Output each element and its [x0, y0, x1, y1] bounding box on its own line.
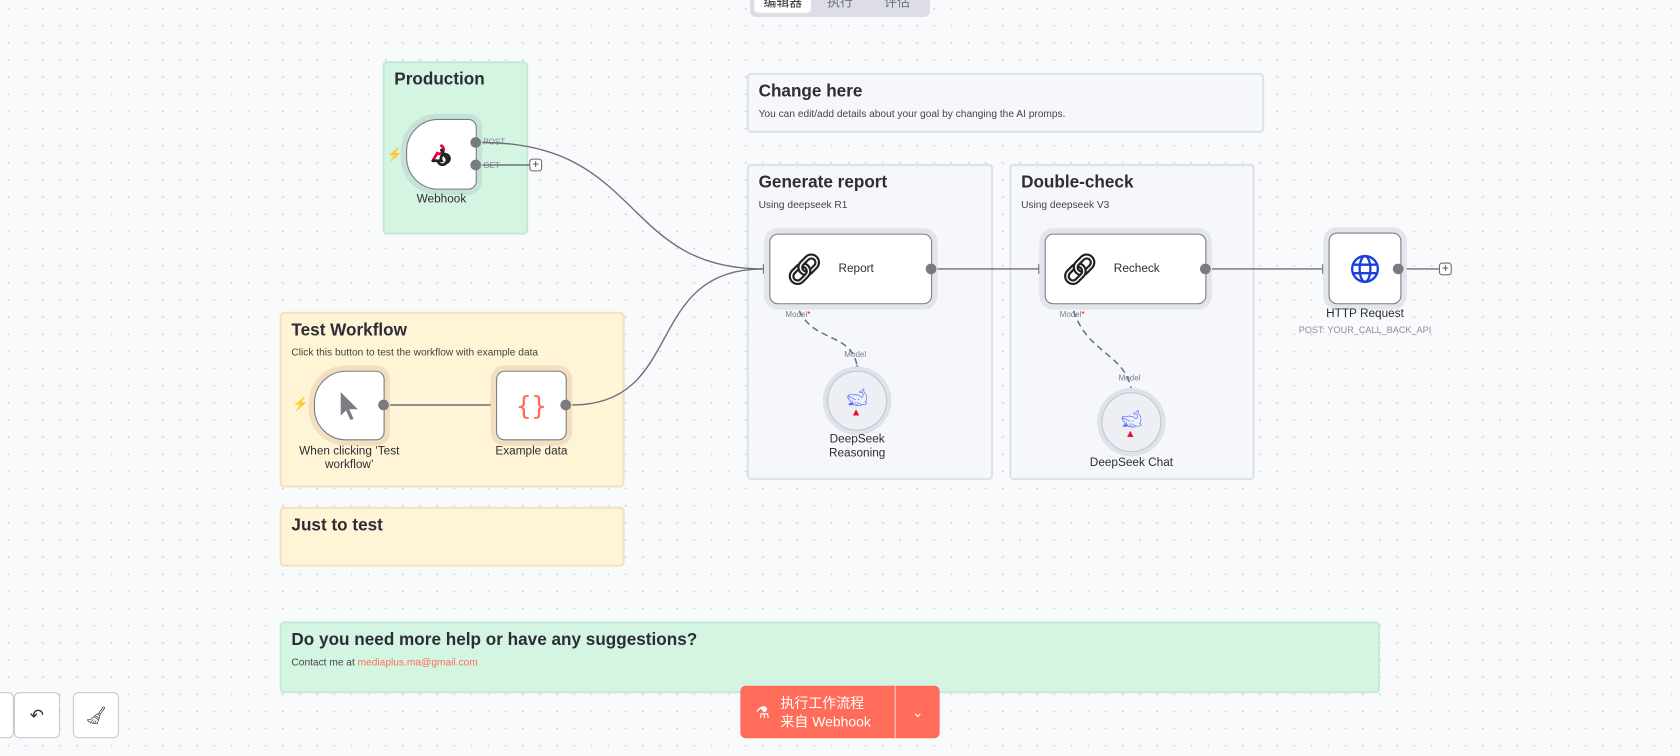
- execute-workflow-button[interactable]: ⚗︎ 执行工作流程 来自 Webhook ⌄: [740, 685, 940, 739]
- sticky-text: Using deepseek R1: [758, 199, 848, 212]
- sticky-title: Generate report: [758, 173, 888, 192]
- sticky-title: Do you need more help or have any sugges…: [291, 631, 698, 650]
- tab-evaluations[interactable]: 评估: [884, 0, 910, 10]
- tab-executions[interactable]: 执行: [827, 0, 853, 10]
- port-label-model: Model: [844, 349, 867, 359]
- sticky-title: Double-check: [1021, 173, 1134, 192]
- chain-link-icon: 🔗︎: [1060, 252, 1099, 286]
- sticky-title: Just to test: [291, 516, 383, 535]
- undo-button[interactable]: ↶: [13, 692, 61, 739]
- braces-icon: {}: [515, 390, 547, 421]
- chain-link-icon: 🔗︎: [785, 252, 824, 286]
- webhook-icon: [431, 144, 451, 167]
- warning-icon: ▲: [1125, 428, 1136, 441]
- node-http-request[interactable]: [1328, 232, 1402, 305]
- port-label-get: GET: [483, 160, 500, 171]
- edge-example-report: [572, 268, 763, 406]
- run-label-line2: 来自 Webhook: [780, 713, 871, 730]
- node-label: Example data: [495, 444, 568, 458]
- output-port[interactable]: [925, 263, 937, 275]
- zoom-button[interactable]: [0, 692, 14, 739]
- warning-icon: ▲: [850, 407, 862, 419]
- flask-icon: ⚗︎: [755, 703, 770, 722]
- output-port-post[interactable]: [470, 137, 482, 148]
- edge-webhook-report: [482, 141, 763, 270]
- output-port-get[interactable]: [470, 159, 482, 171]
- tidy-up-button[interactable]: 🧹︎: [72, 692, 119, 739]
- deepseek-whale-icon: 🐋︎: [1120, 410, 1143, 429]
- edge-model-chat: [1072, 310, 1133, 391]
- port-label-model: Model*: [1059, 309, 1085, 320]
- tab-editor[interactable]: 编辑器: [754, 0, 812, 13]
- output-port[interactable]: [1392, 263, 1404, 275]
- sticky-text: You can edit/add details about your goal…: [758, 108, 1066, 121]
- node-label: Webhook: [416, 192, 467, 206]
- run-label-line1: 执行工作流程: [780, 694, 865, 711]
- node-report[interactable]: 🔗︎ Report: [769, 233, 933, 305]
- node-subtitle: POST: YOUR_CALL_BACK_API: [1298, 324, 1432, 336]
- edge-model-reasoning: [798, 310, 858, 367]
- node-label: Report: [838, 261, 874, 275]
- sticky-just-to-test[interactable]: Just to test: [279, 506, 625, 567]
- broom-icon: 🧹︎: [85, 706, 107, 725]
- node-recheck[interactable]: 🔗︎ Recheck: [1044, 233, 1207, 305]
- sticky-change-here[interactable]: Change here You can edit/add details abo…: [746, 72, 1265, 133]
- node-label: DeepSeek Chat: [1089, 456, 1174, 470]
- cursor-icon: [340, 391, 358, 420]
- undo-icon: ↶: [29, 706, 45, 725]
- sticky-title: Change here: [758, 82, 863, 101]
- trigger-bolt-icon: ⚡: [386, 146, 403, 162]
- execute-workflow-main[interactable]: ⚗︎ 执行工作流程 来自 Webhook: [740, 686, 894, 739]
- chevron-down-icon: ⌄: [911, 703, 924, 720]
- execute-options-dropdown[interactable]: ⌄: [894, 685, 940, 739]
- sticky-help[interactable]: Do you need more help or have any sugges…: [279, 621, 1381, 694]
- sticky-title: Production: [394, 70, 485, 89]
- port-label-post: POST: [483, 137, 506, 147]
- node-deepseek-reasoning[interactable]: 🐋︎ ▲: [827, 370, 888, 431]
- globe-icon: [1350, 254, 1380, 283]
- node-webhook[interactable]: [406, 118, 477, 190]
- node-deepseek-chat[interactable]: 🐋︎ ▲: [1101, 392, 1162, 453]
- sticky-text: Using deepseek V3: [1021, 199, 1110, 212]
- node-example-data[interactable]: {}: [496, 370, 567, 441]
- node-label: HTTP Request: [1326, 307, 1404, 321]
- output-port[interactable]: [378, 399, 389, 411]
- node-manual-trigger[interactable]: [313, 370, 385, 441]
- port-label-model: Model*: [785, 309, 811, 320]
- view-tabs: 编辑器 执行 评估: [750, 0, 931, 18]
- trigger-bolt-icon: ⚡: [292, 396, 309, 412]
- sticky-generate-report[interactable]: Generate report Using deepseek R1: [746, 163, 994, 481]
- output-port[interactable]: [560, 399, 572, 411]
- deepseek-whale-icon: 🐋︎: [846, 388, 869, 408]
- output-port[interactable]: [1200, 263, 1211, 275]
- sticky-text: Contact me at mediaplus.ma@gmail.com: [291, 656, 478, 669]
- add-node-button[interactable]: +: [529, 158, 543, 172]
- node-label: When clicking ‘Test workflow’: [299, 444, 400, 472]
- sticky-title: Test Workflow: [291, 321, 407, 340]
- email-link[interactable]: mediaplus.ma@gmail.com: [357, 656, 478, 669]
- node-label: Recheck: [1113, 261, 1160, 275]
- node-label: DeepSeek Reasoning: [828, 432, 886, 460]
- sticky-text: Click this button to test the workflow w…: [291, 347, 539, 359]
- port-label-model: Model: [1118, 372, 1141, 383]
- add-node-button[interactable]: +: [1438, 262, 1452, 276]
